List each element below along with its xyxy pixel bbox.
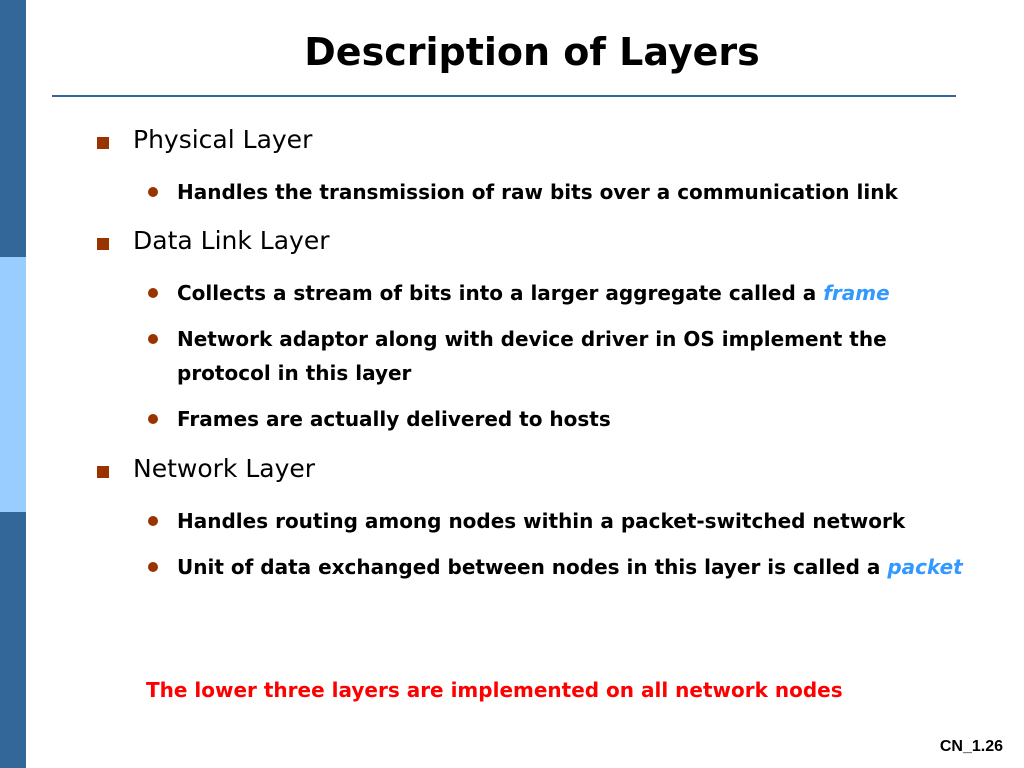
- bullet-item-routing: Handles routing among nodes within a pac…: [177, 509, 906, 533]
- summary-note: The lower three layers are implemented o…: [146, 678, 843, 702]
- side-bar-top-segment: [0, 0, 26, 257]
- square-bullet-icon: [97, 137, 109, 149]
- section-heading-physical-layer: Physical Layer: [133, 125, 313, 154]
- dot-bullet-icon: [148, 288, 158, 298]
- bullet-item-frames-delivered: Frames are actually delivered to hosts: [177, 407, 611, 431]
- bullet-item-packet: Unit of data exchanged between nodes in …: [177, 550, 967, 584]
- slide-number: CN_1.26: [939, 738, 1003, 755]
- title-divider: [52, 95, 956, 97]
- highlight-term-frame: frame: [823, 281, 890, 305]
- highlight-term-packet: packet: [887, 555, 963, 579]
- dot-bullet-icon: [148, 516, 158, 526]
- bullet-item-frame-text: Collects a stream of bits into a larger …: [177, 281, 824, 305]
- bullet-item-raw-bits: Handles the transmission of raw bits ove…: [177, 180, 898, 204]
- bullet-item-packet-text: Unit of data exchanged between nodes in …: [177, 555, 888, 579]
- slide-title: Description of Layers: [304, 30, 760, 74]
- dot-bullet-icon: [148, 334, 158, 344]
- dot-bullet-icon: [148, 187, 158, 197]
- bullet-item-network-adaptor: Network adaptor along with device driver…: [177, 327, 887, 385]
- square-bullet-icon: [97, 238, 109, 250]
- dot-bullet-icon: [148, 562, 158, 572]
- section-heading-network-layer: Network Layer: [133, 454, 316, 483]
- side-bar-middle-segment: [0, 257, 26, 512]
- square-bullet-icon: [97, 466, 109, 478]
- side-bar-bottom-segment: [0, 512, 26, 768]
- bullet-item-frame: Collects a stream of bits into a larger …: [177, 276, 967, 310]
- section-heading-data-link-layer: Data Link Layer: [133, 226, 330, 255]
- side-bar: [0, 0, 26, 768]
- dot-bullet-icon: [148, 414, 158, 424]
